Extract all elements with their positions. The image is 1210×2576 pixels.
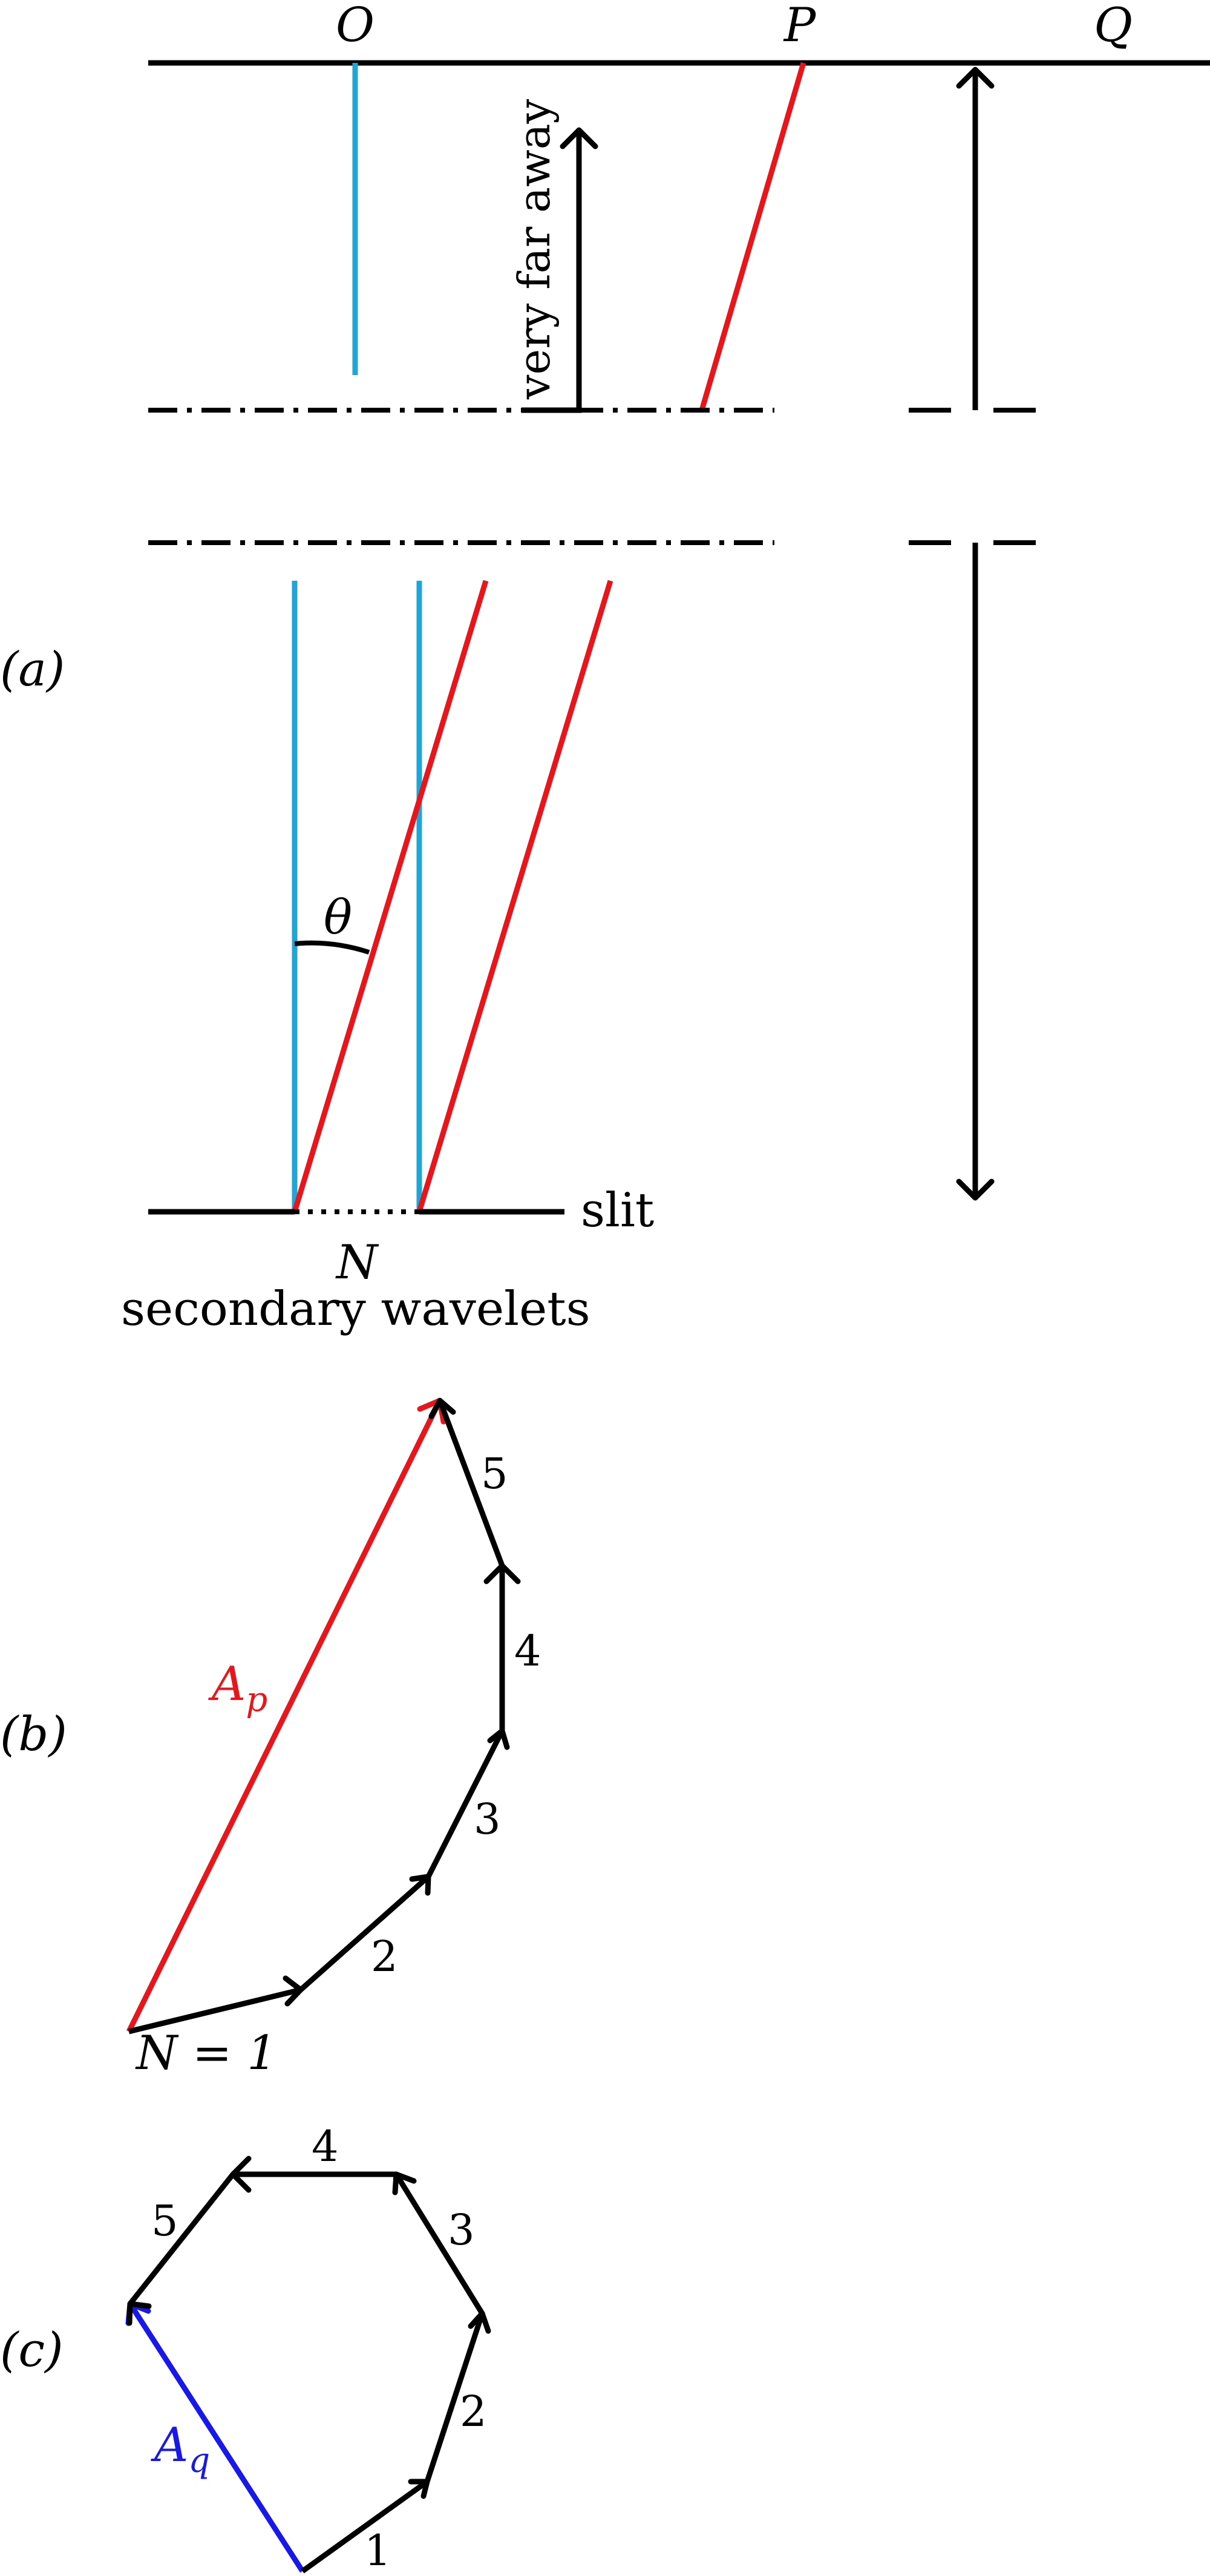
phasor-c-label-4: 4 (312, 2122, 339, 2171)
resultant-Aq (128, 2302, 305, 2573)
label-Ap-sub: p (246, 1680, 267, 1719)
distance-arrowhead-down (956, 1178, 995, 1201)
theta-label: θ (324, 891, 352, 945)
label-secondary-wavelets: secondary wavelets (121, 1282, 590, 1336)
ray-red-top (699, 62, 806, 411)
phasor-b-label-2: 2 (371, 1932, 398, 1981)
panel-a-tag: (a) (0, 642, 65, 697)
label-Ap: Ap (208, 1657, 267, 1719)
phasor-chain-b (128, 1399, 505, 2035)
phasor-b-arrowhead-3 (487, 1728, 510, 1750)
phasor-b-arrowhead-4 (483, 1563, 521, 1584)
panel-b-tag: (b) (0, 1707, 67, 1762)
ray-red-right (416, 580, 613, 1213)
phasor-b-label-4: 4 (514, 1626, 541, 1676)
label-N-equals-1: N = 1 (135, 2026, 277, 2081)
phasor-b-label-3: 3 (474, 1794, 501, 1844)
phasor-c-label-3: 3 (448, 2205, 475, 2255)
phasor-c-arrowhead-3 (392, 2171, 417, 2195)
panel-a: very far away θ O P Q (a) slit N seconda… (0, 0, 1210, 1336)
far-away-arrow (522, 130, 582, 413)
panel-c: (c) Aq 1 2 3 4 5 (0, 2122, 491, 2575)
phasor-c-arrowhead-2 (468, 2310, 491, 2334)
label-slit: slit (581, 1183, 654, 1238)
label-P: P (783, 0, 817, 53)
label-Aq: Aq (151, 2418, 210, 2480)
resultant-Ap (126, 1399, 443, 2033)
phasor-b-arrowhead-5 (428, 1398, 456, 1419)
far-away-arrowhead (560, 127, 598, 149)
label-Aq-main: A (151, 2418, 188, 2473)
label-Aq-sub: q (188, 2441, 210, 2480)
phasor-b-arrowhead-1 (283, 1975, 304, 2007)
phasor-c-arrowhead-1 (408, 2479, 430, 2499)
label-Q: Q (1094, 0, 1133, 53)
label-N: N (335, 1235, 379, 1290)
panel-c-tag: (c) (0, 2323, 64, 2378)
phasor-chain-c (128, 2171, 485, 2574)
phasor-b-label-5: 5 (481, 1449, 508, 1499)
distance-arrowhead-up (956, 67, 995, 89)
far-away-label: very far away (509, 99, 560, 400)
phasor-c-arrowhead-4 (230, 2156, 252, 2193)
phasor-c-label-5: 5 (151, 2196, 178, 2246)
phasor-b-arrowhead-2 (409, 1874, 431, 1896)
panel-b: (b) Ap N = 1 2 3 4 5 (0, 1398, 541, 2081)
theta-arc (294, 940, 370, 955)
phasor-c-label-1: 1 (364, 2526, 391, 2575)
phasor-c-arrowhead-5 (126, 2301, 152, 2326)
label-O: O (336, 0, 374, 53)
ray-red-left (292, 580, 489, 1213)
label-Ap-main: A (208, 1657, 246, 1711)
phasor-c-label-2: 2 (460, 2387, 487, 2436)
